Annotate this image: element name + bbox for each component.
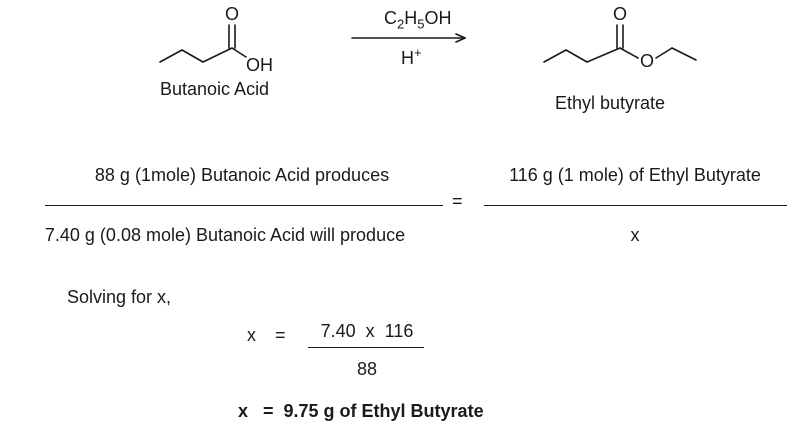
solution-equals-sign: = [275, 325, 286, 345]
solution-lhs-variable: x [247, 325, 256, 345]
reaction-arrow-head [455, 37, 466, 43]
solution-numerator: 7.40 x 116 [320, 321, 414, 341]
reactant-carbonyl-oxygen: O [225, 4, 240, 24]
solution-intro: Solving for x, [67, 287, 172, 307]
proportion-right-denominator: x [630, 225, 640, 245]
proportion-left-denominator: 7.40 g (0.08 mole) Butanoic Acid will pr… [44, 225, 406, 245]
bond [202, 47, 233, 63]
catalyst-label: H+ [401, 45, 422, 68]
bond [586, 47, 621, 63]
reactant-label: Butanoic Acid [160, 79, 270, 99]
reactant-hydroxyl-group: OH [246, 55, 273, 75]
bond [671, 47, 697, 61]
reagent-formula: C2H5OH [384, 8, 452, 32]
bond [181, 49, 204, 63]
reaction-arrow-head [455, 33, 466, 39]
product-ester-oxygen: O [640, 51, 655, 71]
proportion-right-fraction-bar [484, 205, 787, 206]
bond [159, 49, 183, 63]
bond [231, 47, 247, 58]
product-label: Ethyl butyrate [555, 93, 666, 113]
proportion-left-fraction-bar [45, 205, 443, 206]
product-carbonyl-oxygen: O [613, 4, 628, 24]
bond [619, 47, 639, 59]
solution-denominator: 88 [356, 359, 378, 379]
proportion-left-numerator: 88 g (1mole) Butanoic Acid produces [94, 165, 390, 185]
solution-fraction-bar [308, 347, 424, 348]
proportion-equals-sign: = [452, 191, 463, 211]
bond [543, 49, 567, 63]
bond [655, 47, 673, 59]
proportion-right-numerator: 116 g (1 mole) of Ethyl Butyrate [509, 165, 761, 185]
bond [565, 49, 588, 63]
final-result: x = 9.75 g of Ethyl Butyrate [238, 401, 484, 421]
